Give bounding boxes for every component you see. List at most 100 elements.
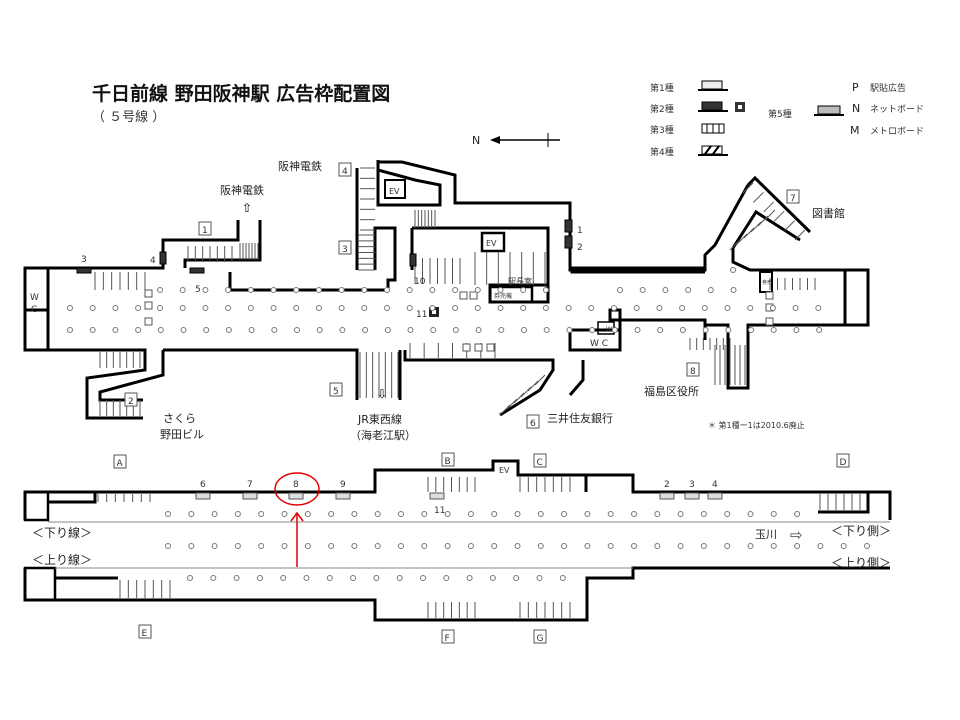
exit-2: 2 [124, 392, 138, 407]
ad-label-10: 10 [414, 277, 426, 287]
column [701, 305, 708, 311]
column [165, 543, 171, 549]
column [328, 543, 335, 549]
column [211, 543, 218, 549]
column [513, 575, 520, 581]
stair-step [534, 374, 546, 386]
platform-ad-7: 7 [242, 480, 258, 500]
column [817, 543, 824, 549]
ad-label-4: 4 [150, 256, 156, 266]
dest-jr-1: JR東西線 [357, 412, 402, 426]
column [338, 287, 345, 293]
gate-C: C [533, 453, 547, 468]
column [361, 305, 368, 311]
platform-ad-11: 11 [429, 492, 445, 516]
column [444, 511, 451, 517]
column [326, 575, 333, 581]
wc-label-2: W C [590, 339, 608, 349]
platform-ad-label: 3 [689, 480, 695, 490]
stair-step [794, 229, 806, 241]
column [466, 575, 473, 581]
dest-hanshin-b: 阪神電鉄 [220, 183, 264, 197]
column [700, 543, 707, 549]
wc-label-c: C [31, 305, 37, 315]
column [398, 543, 404, 549]
column [384, 287, 390, 293]
column [770, 543, 777, 549]
column [373, 575, 380, 581]
down-line-label: ＜下り線＞ [32, 525, 92, 540]
type3-icon [701, 123, 725, 134]
column [188, 511, 195, 517]
stair-step [773, 210, 785, 222]
platform-ad-label: 6 [200, 480, 206, 490]
column [542, 287, 549, 293]
column [748, 327, 754, 333]
exit-1: 1 [198, 221, 212, 236]
column [384, 327, 391, 333]
exit-7: 7 [786, 189, 800, 204]
column [328, 511, 335, 517]
legend-type1: 第1種 [650, 82, 674, 94]
column [561, 511, 568, 517]
exit-label: 5 [333, 387, 339, 397]
column [202, 287, 209, 293]
column [584, 543, 591, 549]
wc-label-w: W [30, 293, 39, 303]
column [491, 543, 498, 549]
column [685, 287, 692, 293]
exit-label: 7 [790, 194, 796, 204]
column [67, 305, 73, 311]
column [270, 287, 277, 293]
column [769, 305, 776, 311]
stair-step [753, 192, 764, 203]
column [747, 305, 754, 311]
column [112, 327, 119, 333]
gate-B: B [441, 452, 455, 467]
type2-icon [698, 101, 745, 112]
column [815, 305, 822, 311]
column [474, 305, 481, 311]
column [542, 305, 549, 311]
column [421, 543, 428, 549]
platform-ad-2: 2 [659, 480, 675, 500]
column [157, 327, 164, 333]
column [430, 327, 437, 333]
ad-label-5: 5 [195, 285, 201, 295]
column [443, 575, 450, 581]
stair-step [513, 392, 525, 404]
concourse-ads [76, 219, 573, 317]
column [633, 305, 640, 311]
column [498, 327, 505, 333]
column [491, 511, 498, 517]
legend: 第1種 第2種 第3種 第4種 第5種 P 駅貼広告 N ネットボード M メト… [650, 80, 924, 158]
column [631, 543, 637, 549]
column [497, 287, 504, 293]
column [211, 511, 218, 517]
stair-step [736, 233, 748, 245]
ad-type2-5 [189, 267, 205, 274]
platform-ad-label: 8 [293, 480, 299, 490]
legend-type2: 第2種 [650, 103, 674, 115]
column [662, 287, 669, 293]
column [225, 305, 232, 311]
stair-step [742, 182, 754, 194]
exit-8: 8 [686, 362, 700, 377]
highlight-circle [274, 472, 320, 506]
exit-label: 8 [690, 367, 696, 377]
platform-ad-label: 11 [434, 506, 445, 516]
ad-label-3: 3 [81, 255, 87, 265]
column [384, 305, 390, 311]
column [293, 287, 300, 293]
legend-m-label: メトロボード [870, 126, 924, 137]
column [864, 543, 870, 549]
column [747, 543, 754, 549]
legend-n-label: ネットボード [870, 104, 924, 115]
column [210, 575, 217, 581]
gate-label: F [445, 634, 450, 644]
tamagawa-label: 玉川 [755, 528, 777, 541]
column [474, 287, 481, 293]
concourse-labels: 3 4 5 1 2 10 11 阪神電鉄 阪神電鉄 ⇧ さくら 野田ビル JR東… [30, 159, 845, 442]
column [361, 287, 368, 293]
